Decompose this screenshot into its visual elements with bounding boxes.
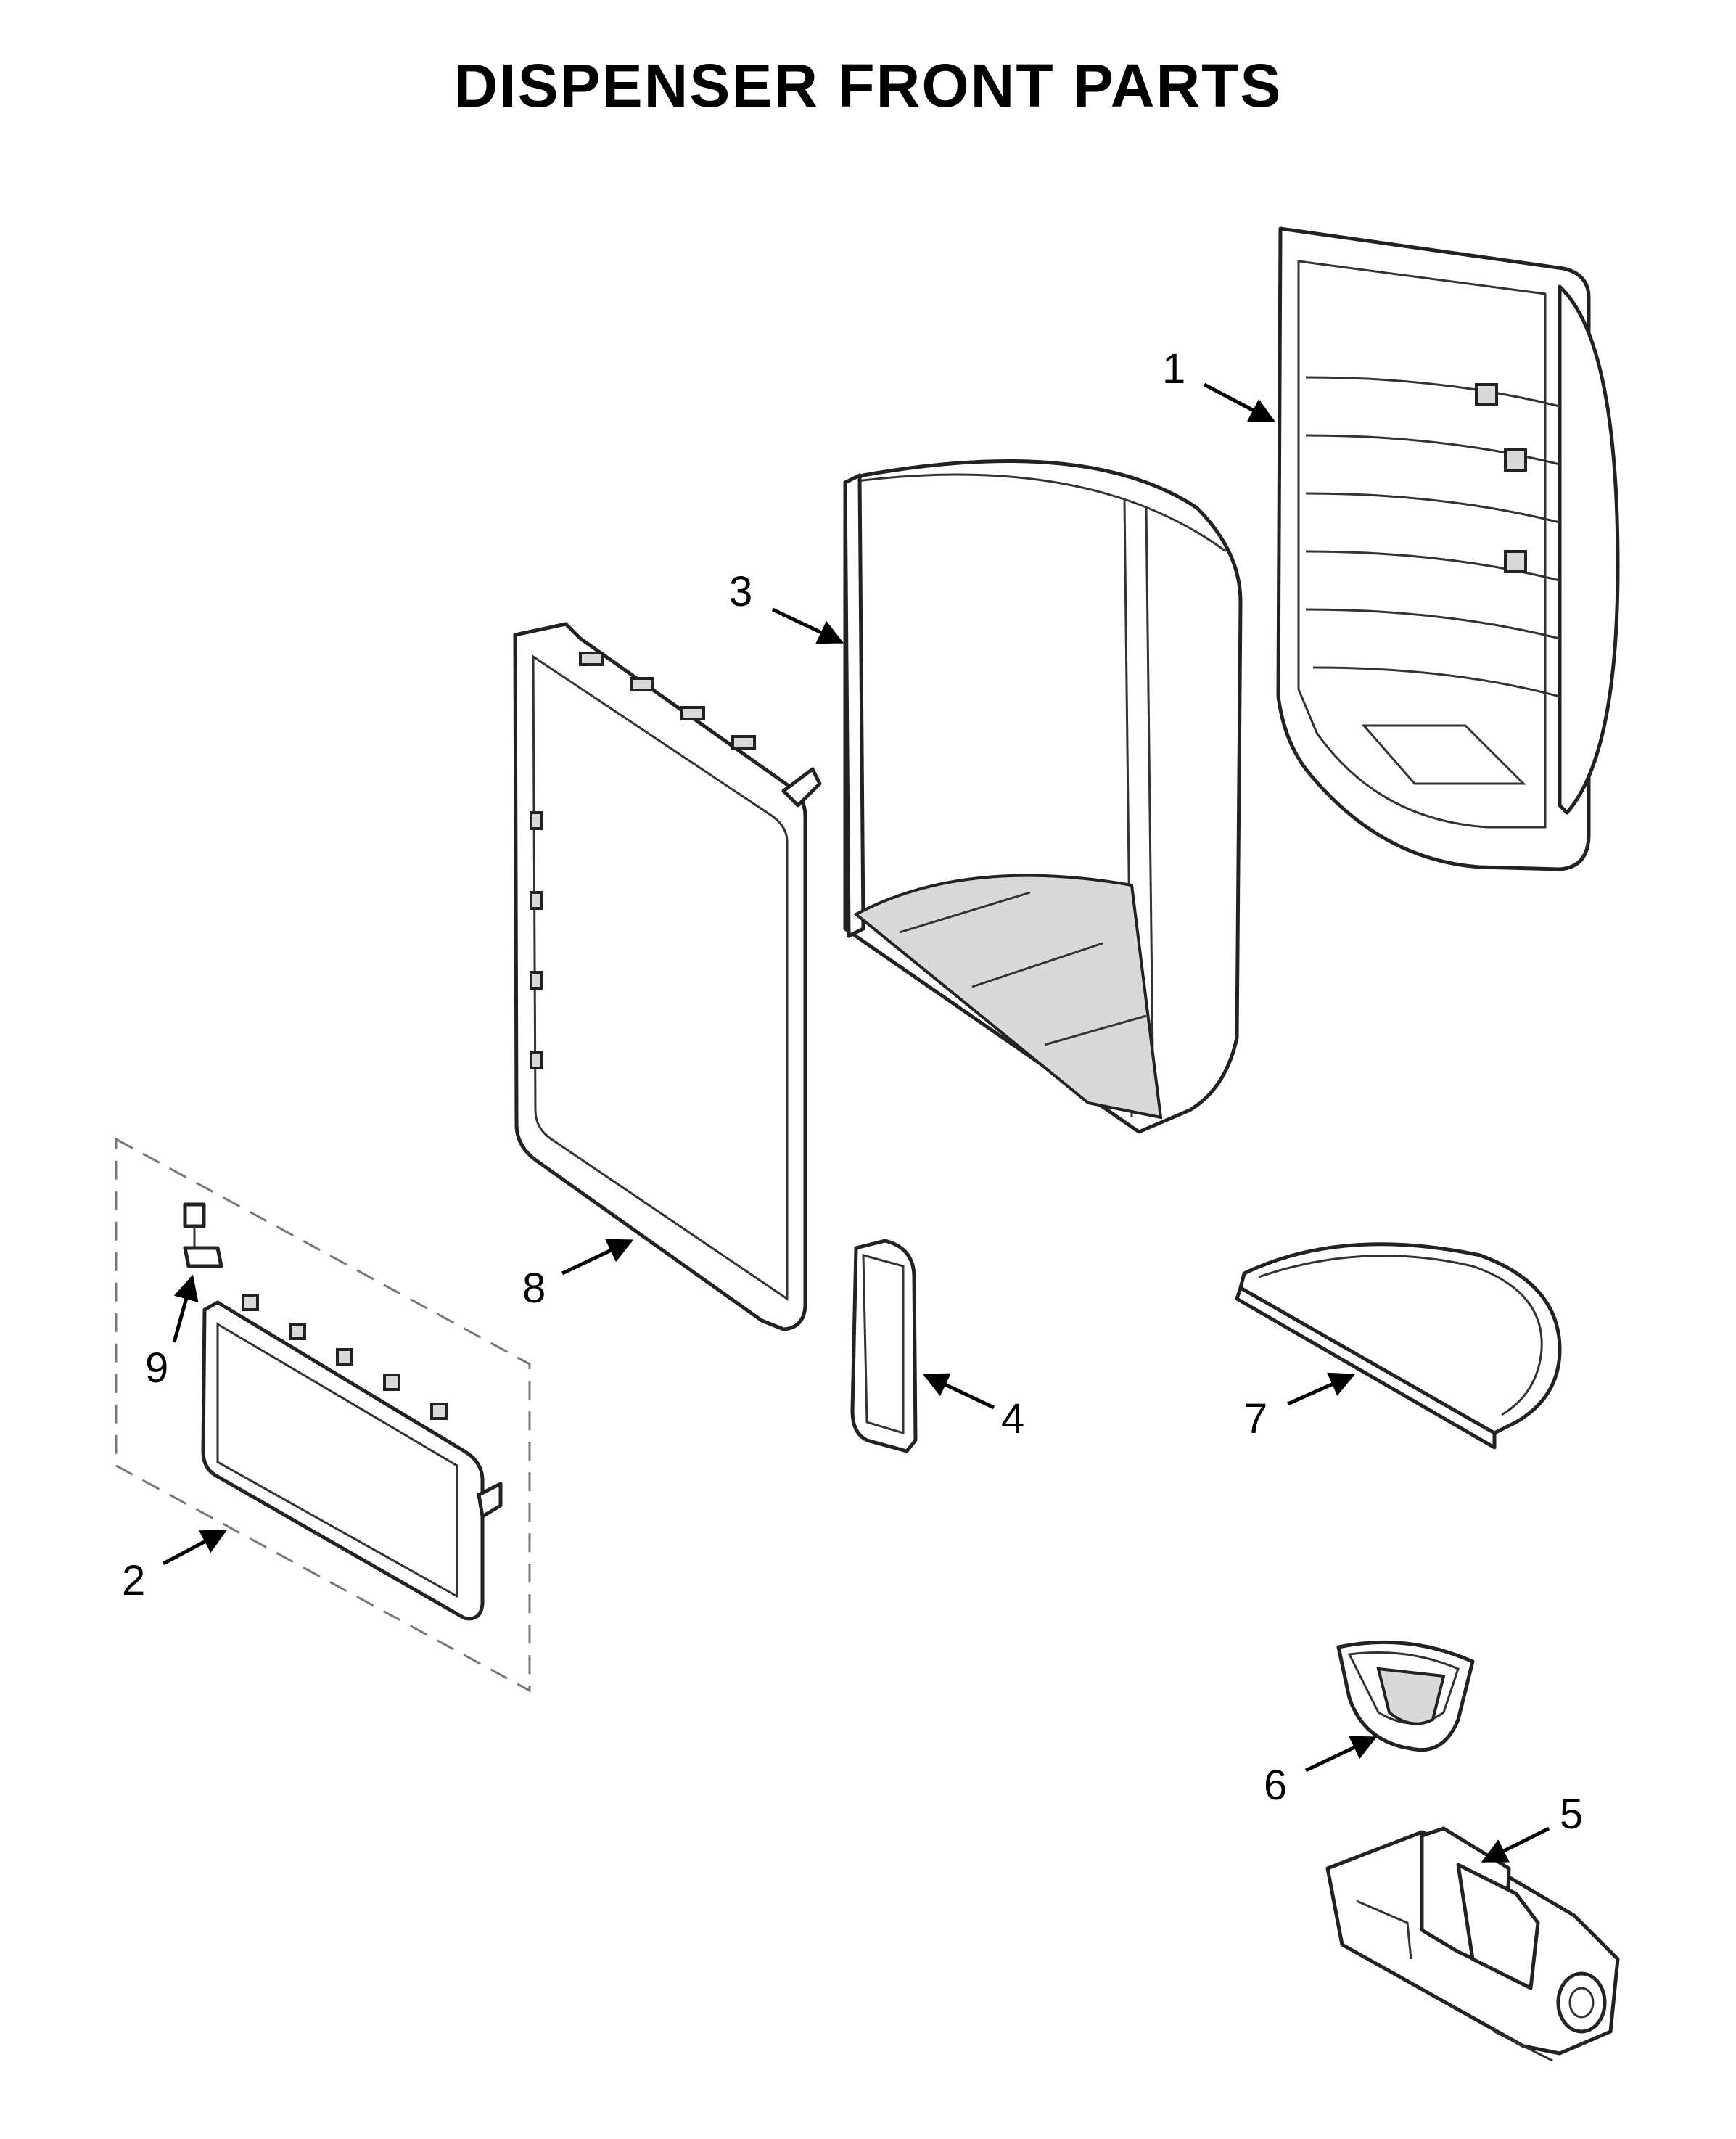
assembly-boundary (115, 1137, 531, 1693)
callout-9: 9 (145, 1344, 168, 1392)
leader-arrow-8 (561, 1239, 634, 1276)
part-1-housing (1276, 226, 1620, 871)
callout-3: 3 (729, 568, 752, 615)
callout-7: 7 (1244, 1395, 1267, 1442)
part-3-liner (843, 459, 1243, 1134)
part-5-actuator (1325, 1826, 1620, 2062)
callout-6: 6 (1264, 1762, 1287, 1809)
leader-arrow-9 (172, 1274, 199, 1343)
part-9-sensor (183, 1202, 223, 1268)
part-2-panel (201, 1294, 503, 1621)
part-4-pad (850, 1239, 918, 1453)
leader-arrow-3 (771, 607, 844, 644)
leader-arrow-2 (162, 1529, 228, 1566)
callout-2: 2 (122, 1557, 145, 1604)
part-7-shelf (1235, 1242, 1562, 1450)
diagram-title: DISPENSER FRONT PARTS (453, 52, 1283, 120)
leader-arrows (162, 382, 1550, 1863)
leader-arrow-6 (1304, 1736, 1378, 1773)
part-8-frame (513, 622, 822, 1331)
callout-labels: 1 2 3 4 5 6 7 8 9 (122, 345, 1583, 1838)
leader-arrow-7 (1286, 1372, 1356, 1406)
callout-5: 5 (1560, 1791, 1583, 1838)
leader-arrow-1 (1203, 382, 1276, 423)
callout-4: 4 (1001, 1395, 1024, 1442)
callout-8: 8 (522, 1265, 546, 1312)
leader-arrow-5 (1481, 1826, 1550, 1863)
part-6-funnel (1336, 1640, 1475, 1752)
leader-arrow-4 (922, 1373, 995, 1410)
callout-1: 1 (1162, 345, 1185, 393)
